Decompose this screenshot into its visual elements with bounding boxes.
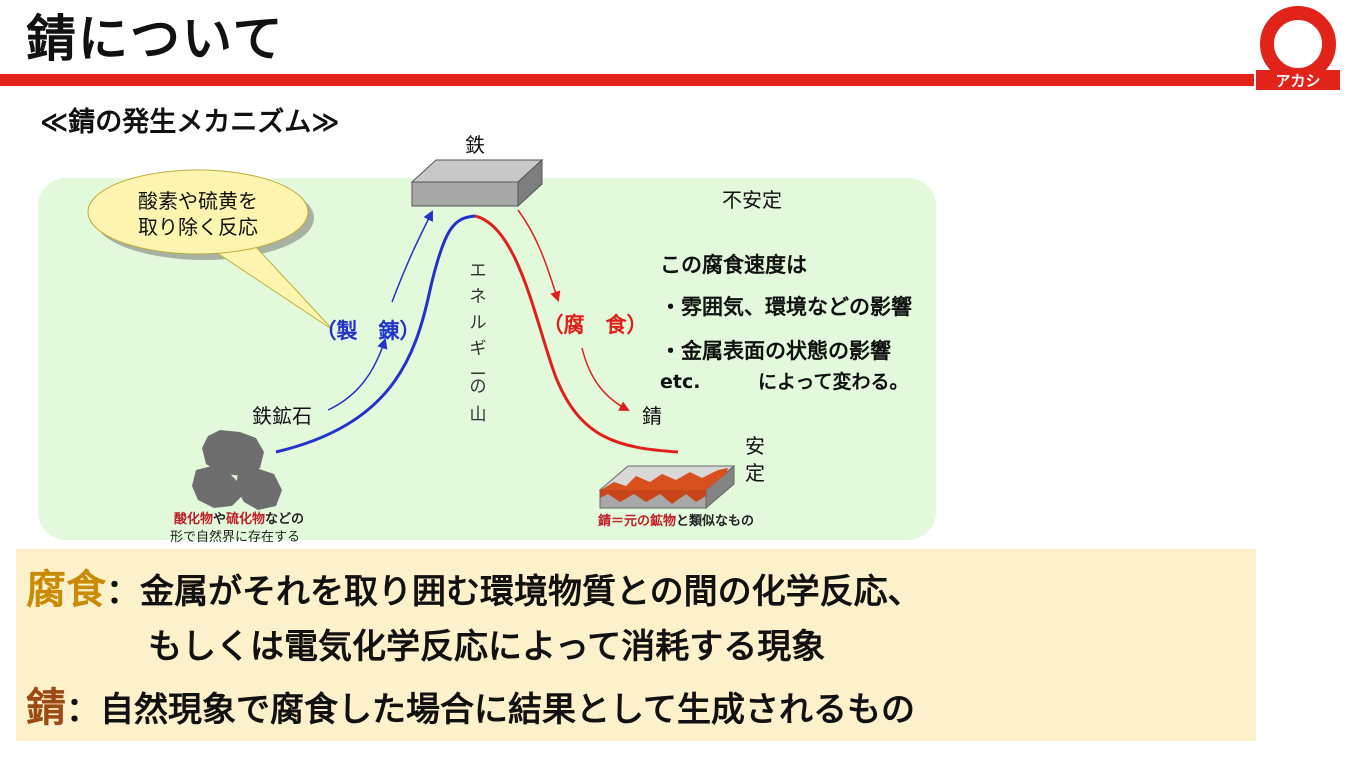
rust-mechanism-diagram: 鉄 不安定 酸素や硫黄を 取り除く反応 （製 錬） （腐 食） エ ネ ル ギ … (38, 133, 936, 545)
smelting-label: （製 錬） (316, 319, 421, 343)
speed-note-etc: etc. (660, 371, 700, 393)
iron-label: 鉄 (465, 133, 485, 157)
stable-char-2: 定 (745, 461, 765, 485)
ore-caption-sulfide: 硫化物 (226, 511, 265, 527)
iron-to-corrosion-arrow (517, 209, 561, 302)
definitions-panel: 腐食：金属がそれを取り囲む環境物質との間の化学反応、 もしくは電気化学反応によっ… (16, 549, 1256, 741)
mountain-char-7: 山 (470, 405, 487, 425)
ore-caption-oxide: 酸化物 (174, 511, 213, 527)
mountain-char-1: エ (470, 261, 487, 281)
mountain-char-3: ル (470, 313, 487, 333)
balloon-line-1: 酸素や硫黄を (138, 189, 258, 213)
red-corrosion-curve (474, 214, 679, 454)
balloon-line-2: 取り除く反応 (138, 215, 258, 239)
rust-caption-red: 錆＝元の鉱物 (598, 513, 676, 529)
iron-ore-rocks-icon (192, 430, 282, 510)
unstable-label: 不安定 (722, 188, 782, 212)
ore-to-smelting-arrow (327, 338, 388, 411)
ore-caption-and: や (213, 512, 226, 527)
reaction-balloon: 酸素や硫黄を 取り除く反応 (87, 169, 334, 331)
corrosion-label: （腐 食） (543, 313, 648, 337)
iron-block (410, 158, 544, 208)
section-subtitle: ≪錆の発生メカニズム≫ (40, 107, 340, 138)
mountain-char-4: ギ (470, 339, 487, 359)
energy-mountain-label: エ ネ ル ギ ー の 山 (470, 261, 487, 425)
logo-mark-icon: アカシ (1256, 6, 1340, 90)
speed-note-suffix: によって変わる。 (758, 370, 908, 393)
speed-title: この腐食速度は (660, 253, 807, 277)
company-logo: アカシ (1256, 4, 1340, 94)
rust-caption: 錆＝元の鉱物と類似なもの (598, 513, 754, 529)
ore-caption-line-2: 形で自然界に存在する (170, 529, 300, 545)
ore-caption-line-1: 酸化物や硫化物などの (174, 511, 304, 527)
mountain-char-5: ー (470, 365, 487, 385)
rust-caption-end: と類似なもの (676, 514, 754, 529)
corrosion-to-rust-arrow (581, 347, 630, 411)
corrosion-definition: 腐食：金属がそれを取り囲む環境物質との間の化学反応、 (26, 557, 922, 615)
ore-caption-etc: などの (265, 512, 304, 527)
logo-text: アカシ (1275, 72, 1320, 90)
speed-item-atmosphere: ・雰囲気、環境などの影響 (660, 295, 912, 319)
rust-definition: 錆：自然現象で腐食した場合に結果として生成されるもの (26, 675, 915, 733)
corrosion-text-2: もしくは電気化学反応によって消耗する現象 (148, 627, 826, 667)
smelting-to-iron-arrow (391, 210, 433, 303)
stable-char-1: 安 (745, 434, 765, 458)
corrosion-text-1: ：金属がそれを取り囲む環境物質との間の化学反応、 (106, 572, 922, 612)
rust-text: ：自然現象で腐食した場合に結果として生成されるもの (66, 690, 915, 730)
blue-smelting-curve (275, 214, 476, 454)
corrosion-term: 腐食 (26, 567, 106, 613)
mountain-char-6: の (470, 377, 487, 397)
rust-term: 錆 (26, 685, 66, 731)
title-underline (0, 74, 1254, 86)
iron-ore-label: 鉄鉱石 (252, 404, 312, 428)
speed-item-surface: ・金属表面の状態の影響 (660, 339, 891, 363)
rust-label: 錆 (642, 404, 662, 428)
rusted-metal-block (598, 464, 736, 510)
page-title: 錆について (26, 10, 285, 68)
mountain-char-2: ネ (470, 287, 487, 307)
